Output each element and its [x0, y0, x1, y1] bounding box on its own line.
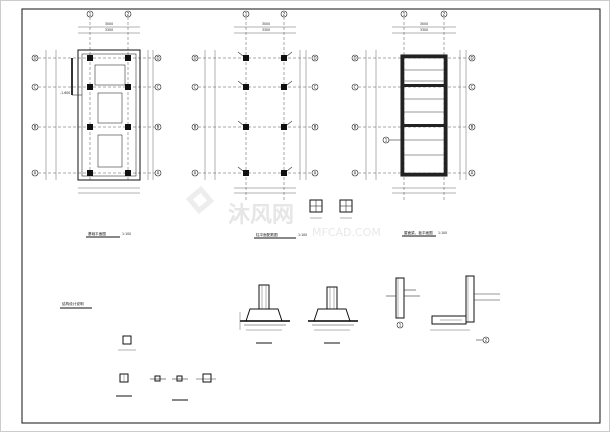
wall-node-detail-2: 2 — [430, 275, 500, 344]
svg-text:A: A — [157, 171, 160, 176]
svg-text:B: B — [157, 125, 160, 130]
svg-text:D: D — [470, 56, 473, 61]
drawing-frame — [21, 8, 601, 424]
svg-text:D: D — [193, 56, 196, 61]
svg-text:C: C — [314, 85, 317, 90]
svg-text:2: 2 — [485, 338, 488, 343]
footing-section-2 — [308, 286, 358, 344]
svg-text:2: 2 — [443, 12, 446, 17]
svg-text:D: D — [156, 56, 159, 61]
svg-text:B: B — [471, 125, 474, 130]
svg-text:B: B — [314, 125, 317, 130]
column-plan-caption: 柱平面配筋图 — [256, 232, 278, 237]
svg-text:A: A — [194, 171, 197, 176]
svg-text:D: D — [33, 56, 36, 61]
svg-text:3300: 3300 — [105, 28, 113, 32]
svg-text:C: C — [194, 85, 197, 90]
svg-text:2: 2 — [283, 12, 286, 17]
svg-text:1: 1 — [403, 12, 406, 17]
axis-bubble-2: 2 — [127, 12, 130, 17]
axis-bubble-1: 1 — [89, 12, 92, 17]
wall-node-detail-1: 1 — [386, 277, 420, 329]
svg-text:1: 1 — [245, 12, 248, 17]
watermark-text: 沐风网 — [228, 203, 294, 228]
svg-text:C: C — [354, 85, 357, 90]
svg-text:C: C — [34, 85, 37, 90]
svg-text:3300: 3300 — [262, 28, 270, 32]
roof-plan-caption: 屋面梁、板平面图 — [404, 230, 433, 235]
svg-text:D: D — [313, 56, 316, 61]
design-notes-caption: 结构设计说明 — [62, 301, 84, 306]
svg-text:B: B — [194, 125, 197, 130]
svg-text:1: 1 — [385, 138, 388, 143]
roof-plan: 3000 3300 1 1 2 D C B A D C B A 屋 — [351, 10, 476, 237]
column-plan: 3000 3300 1 2 D C B A D C B A — [191, 10, 353, 239]
footing-section-1 — [239, 284, 290, 344]
svg-text:-1.600: -1.600 — [60, 91, 70, 95]
svg-text:3000: 3000 — [262, 22, 270, 26]
column-plan-scale: 1:100 — [298, 233, 307, 237]
svg-text:B: B — [34, 125, 37, 130]
svg-text:3000: 3000 — [105, 22, 113, 26]
design-notes-detail: 结构设计说明 — [60, 301, 216, 401]
svg-text:B: B — [354, 125, 357, 130]
svg-text:C: C — [471, 85, 474, 90]
svg-text:A: A — [314, 171, 317, 176]
foundation-plan: 3000 3300 -1.600 1 2 D C B A D C B A — [31, 10, 162, 238]
svg-text:D: D — [353, 56, 356, 61]
svg-text:A: A — [354, 171, 357, 176]
svg-text:3300: 3300 — [420, 28, 428, 32]
roof-plan-scale: 1:100 — [438, 231, 447, 235]
svg-text:A: A — [471, 171, 474, 176]
watermark: 沐风网 MFCAD.COM — [185, 185, 381, 239]
foundation-plan-caption: 基础平面图 — [88, 231, 106, 236]
svg-text:3000: 3000 — [420, 22, 428, 26]
svg-text:A: A — [34, 171, 37, 176]
svg-text:1: 1 — [399, 323, 402, 328]
watermark-subtext: MFCAD.COM — [312, 226, 381, 239]
svg-text:C: C — [157, 85, 160, 90]
foundation-plan-scale: 1:100 — [122, 232, 131, 236]
